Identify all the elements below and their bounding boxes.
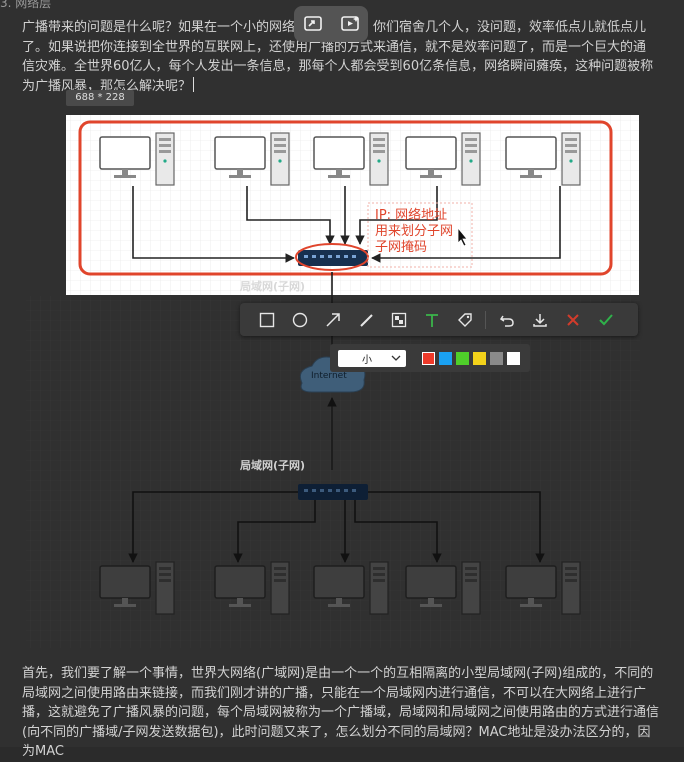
paragraph-broadcast-storm: 广播带来的问题是什么呢？如果在一个小的网络中，比方说，你们宿舍几个人，没问题，效… [22,18,658,96]
arrow-icon[interactable] [316,303,349,336]
record-video-icon[interactable] [339,13,361,35]
color-swatch-blue[interactable] [439,351,452,365]
annotation-toolbar [240,303,638,336]
screenshot-mode-controls [294,6,368,42]
font-size-value: 小 [362,354,372,366]
lan-label-top: 局域网(子网) [239,279,305,293]
switch-icon [298,250,368,266]
color-swatch-gray[interactable] [490,351,503,365]
toolbar-divider [485,310,486,329]
paragraph-text: 广播带来的问题是什么呢？如果在一个小的网络中，比方说，你们宿舍几个人，没问题，效… [22,20,654,94]
color-swatch-white[interactable] [507,351,520,365]
chevron-down-icon [391,355,401,361]
annotation-line-1: IP: 网络地址 [375,207,447,223]
annotation-line-3: 子网掩码 [375,240,427,255]
cancel-icon[interactable] [556,303,589,336]
font-size-select[interactable]: 小 [338,349,406,367]
section-heading: 3. 网络层 [0,0,52,10]
mosaic-icon[interactable] [382,303,415,336]
ellipse-icon[interactable] [283,303,316,336]
undo-icon[interactable] [490,303,523,336]
rectangle-icon[interactable] [250,303,283,336]
switch-icon [298,484,368,500]
lan-label-bottom: 局域网(子网) [239,458,305,472]
pin-window-icon[interactable] [302,13,324,35]
annotation-line-2: 用来划分子网 [375,224,453,239]
pen-icon[interactable] [349,303,382,336]
confirm-icon[interactable] [589,303,622,336]
selection-size-tooltip: 688 * 228 [66,90,134,106]
color-swatch-green[interactable] [456,351,469,365]
paragraph-lan-explanation: 首先，我们要了解一个事情，世界大网络(广域网)是由一个一个的互相隔离的小型局域网… [22,666,660,760]
mouse-pointer-icon [457,226,468,247]
color-swatch-yellow[interactable] [473,351,486,365]
cloud-label: Internet [311,371,347,381]
red-rectangle-annotation [78,120,613,276]
download-icon[interactable] [523,303,556,336]
text-icon[interactable] [415,303,448,336]
tag-icon[interactable] [448,303,481,336]
color-swatch-red[interactable] [422,351,435,365]
text-cursor [193,76,195,92]
text-options-bar: 小 [330,344,530,372]
